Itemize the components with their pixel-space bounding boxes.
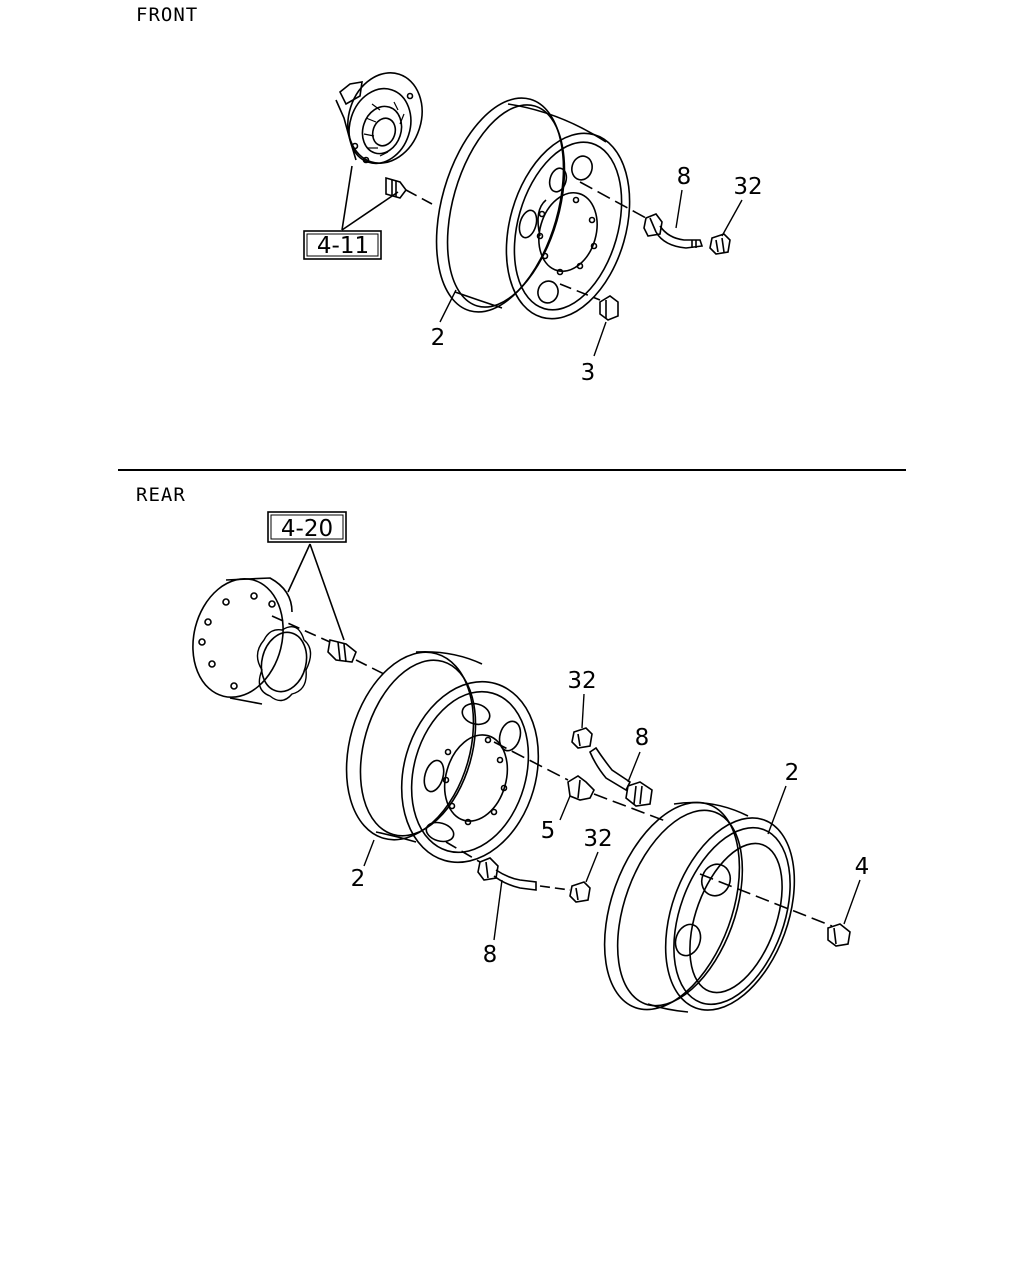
rear-valve-cap-upper <box>571 727 593 749</box>
rear-valve-extension-lower <box>445 841 571 891</box>
front-callout-cap: 32 <box>733 174 762 200</box>
rear-callout-cap-lower: 32 <box>583 826 612 852</box>
front-leaders <box>439 189 743 357</box>
rear-callout-inner-wheel: 2 <box>351 866 366 892</box>
rear-outer-wheel <box>603 801 833 1013</box>
front-section-title: FRONT <box>136 4 199 26</box>
rear-callout-outer-wheel: 2 <box>785 760 800 786</box>
front-hub-stud <box>385 176 433 205</box>
rear-callout-valve-ext-lower: 8 <box>483 942 498 968</box>
rear-inner-nut <box>493 741 669 823</box>
rear-section-title: REAR <box>136 484 186 506</box>
rear-ref-box-label: 4-20 <box>281 516 333 542</box>
front-ref-box-label: 4-11 <box>317 233 369 259</box>
rear-callout-cap-upper: 32 <box>567 668 596 694</box>
rear-inner-wheel <box>345 650 540 864</box>
front-callout-valve-ext: 8 <box>677 164 692 190</box>
front-valve-extension <box>579 181 704 249</box>
rear-hub-stud <box>271 615 385 675</box>
rear-callout-outer-nut: 4 <box>855 854 870 880</box>
front-ref-box <box>303 165 399 260</box>
front-callout-nut: 3 <box>581 360 596 386</box>
front-hub <box>335 72 423 165</box>
rear-callout-valve-ext-upper: 8 <box>635 725 650 751</box>
rear-valve-cap-lower <box>569 881 591 903</box>
rear-ref-box <box>267 511 347 641</box>
rear-outer-nut <box>827 923 851 947</box>
rear-valve-extension-upper <box>589 746 653 807</box>
rear-callout-inner-nut: 5 <box>541 818 556 844</box>
front-callout-wheel: 2 <box>431 325 446 351</box>
rear-hub <box>192 577 312 705</box>
rear-leaders <box>363 693 861 941</box>
front-wheel <box>435 97 631 320</box>
front-wheel-nut <box>559 283 619 321</box>
front-valve-cap <box>709 233 731 255</box>
